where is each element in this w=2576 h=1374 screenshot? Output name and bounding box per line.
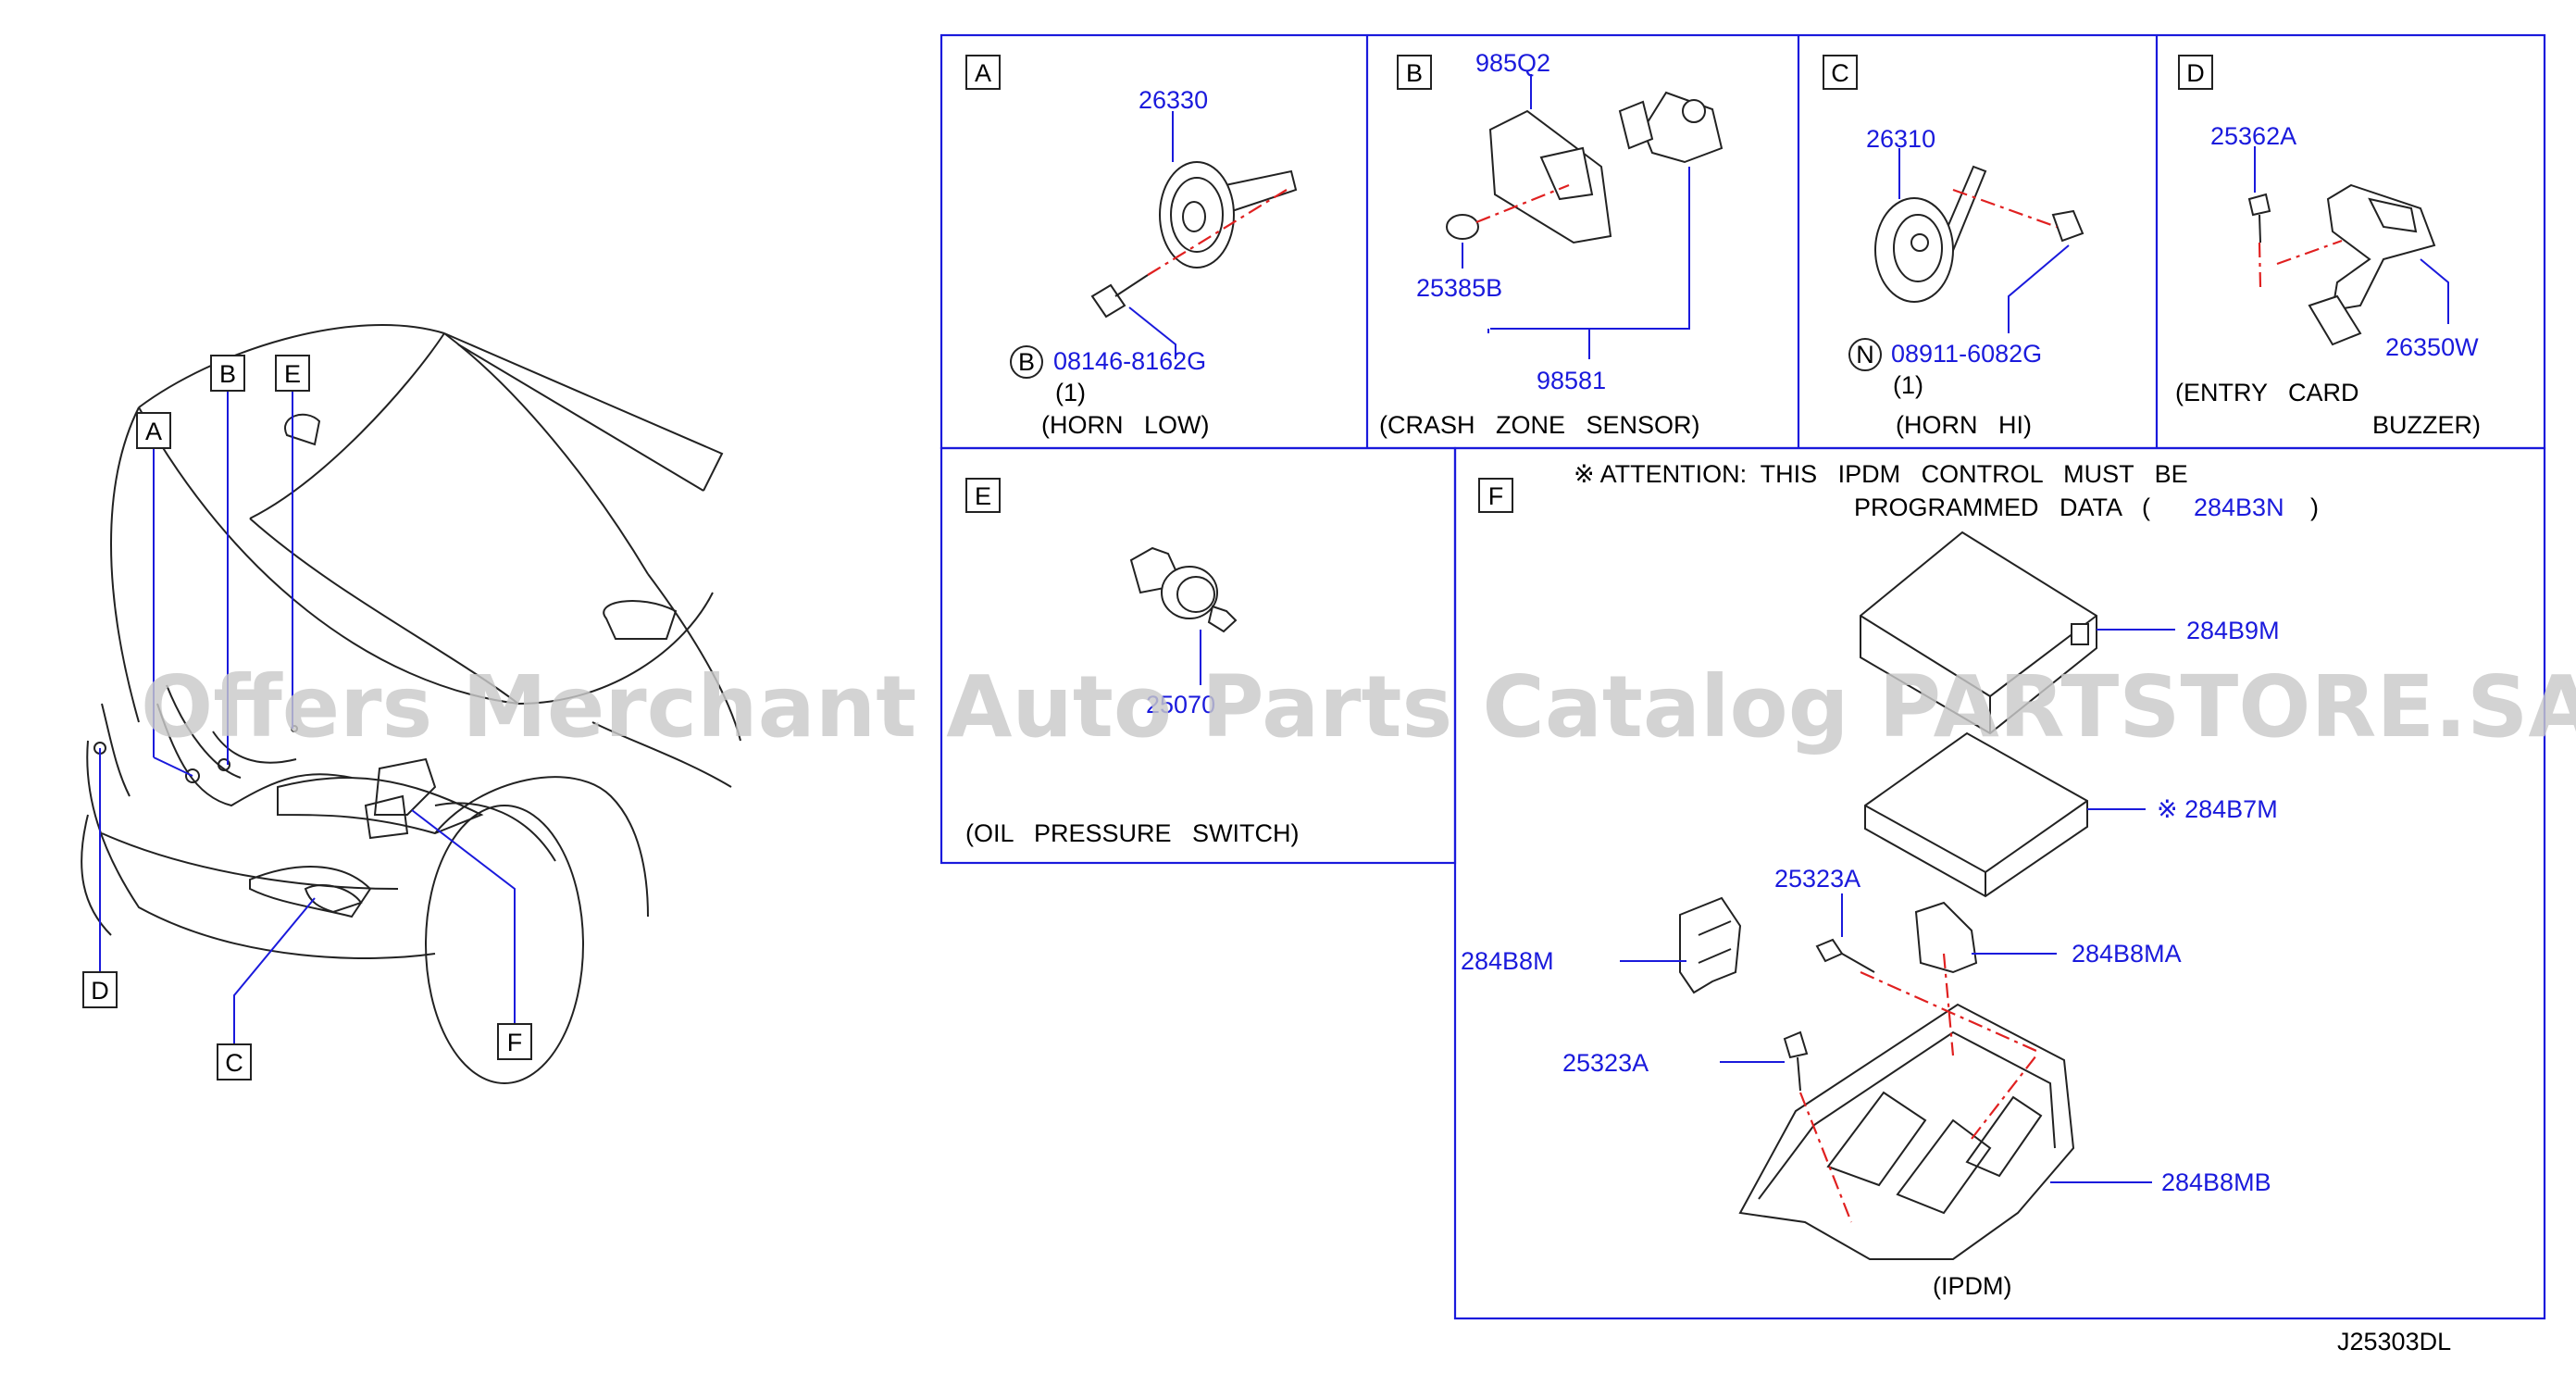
svg-text:A: A: [145, 418, 162, 445]
attention-note-close: ): [2310, 493, 2319, 521]
svg-text:C: C: [1831, 59, 1849, 87]
part-number-284b9m: 284B9M: [2186, 617, 2280, 644]
panel-d: D 25362A 26350W (ENTRY CARD BUZZER): [2175, 55, 2481, 439]
part-number-284b7m: ※ 284B7M: [2157, 795, 2278, 823]
vehicle-outline: [81, 324, 741, 1084]
caption-entry-card: (ENTRY CARD: [2175, 379, 2359, 406]
panel-c-letter: C: [1823, 55, 1858, 90]
ipdm-drawing: [1620, 531, 2175, 1260]
callout-box-a: A: [136, 412, 171, 449]
entry-buzzer-drawing: [2247, 146, 2449, 346]
part-number-08146-8162g: 08146-8162G: [1053, 347, 1206, 375]
vehicle-overview: A B E D C F: [81, 324, 741, 1084]
quantity-circle-n: N: [1848, 338, 1882, 371]
part-number-25362a: 25362A: [2210, 122, 2296, 150]
caption-horn-hi: (HORN HI): [1896, 411, 2032, 439]
svg-text:E: E: [975, 482, 991, 510]
panel-b-letter: B: [1397, 55, 1432, 90]
svg-text:A: A: [975, 59, 991, 87]
svg-text:B: B: [1406, 59, 1423, 87]
svg-text:E: E: [284, 360, 301, 388]
callout-box-d: D: [82, 971, 118, 1008]
panel-d-letter: D: [2178, 55, 2213, 90]
part-number-08911-6082g: 08911-6082G: [1891, 340, 2042, 368]
callout-box-c: C: [217, 1043, 252, 1080]
caption-horn-low: (HORN LOW): [1041, 411, 1210, 439]
quantity-circle-b: B: [1010, 345, 1043, 379]
caption-ipdm: (IPDM): [1933, 1272, 2011, 1300]
caption-oil-pressure-switch: (OIL PRESSURE SWITCH): [965, 819, 1300, 847]
quantity-label: (1): [1893, 371, 1923, 399]
horn-low-drawing: [1090, 111, 1298, 359]
svg-text:C: C: [225, 1049, 243, 1077]
quantity-label: (1): [1055, 379, 1086, 406]
callout-box-e: E: [275, 355, 310, 392]
part-number-284b8ma: 284B8MA: [2072, 940, 2182, 968]
svg-text:B: B: [219, 360, 236, 388]
panel-c: C 26310 N 08911-6082G (1) (HORN HI): [1823, 55, 2084, 439]
watermark: Offers Merchant Auto Parts Catalog PARTS…: [141, 657, 2576, 756]
svg-text:N: N: [1856, 341, 1874, 368]
callout-box-f: F: [497, 1023, 532, 1060]
svg-text:B: B: [1018, 348, 1035, 376]
part-number-26330: 26330: [1139, 86, 1208, 114]
panel-a: A 26330 B 08146-8162G (1) (HORN LOW): [965, 55, 1298, 439]
svg-text:F: F: [507, 1029, 523, 1056]
panel-e: E 25070 (OIL PRESSURE SWITCH): [965, 478, 1300, 847]
part-number-284b8m: 284B8M: [1461, 947, 1554, 975]
svg-text:F: F: [1488, 482, 1504, 510]
part-number-98581: 98581: [1537, 367, 1606, 394]
part-number-26310: 26310: [1866, 125, 1935, 153]
panel-b: B 985Q2 25385B 98581 (CRASH ZONE SENSOR): [1379, 49, 1724, 439]
callout-leaders: [99, 391, 516, 1044]
crash-sensor-drawing: [1446, 74, 1724, 359]
part-number-985q2: 985Q2: [1475, 49, 1550, 77]
part-number-25070: 25070: [1146, 691, 1215, 718]
panel-f: F ※ ATTENTION: THIS IPDM CONTROL MUST BE…: [1461, 460, 2319, 1300]
callout-box-b: B: [210, 355, 245, 392]
attention-note-line1: ※ ATTENTION: THIS IPDM CONTROL MUST BE: [1574, 460, 2188, 488]
part-number-25323a-upper: 25323A: [1774, 865, 1860, 893]
horn-hi-drawing: [1874, 148, 2084, 333]
panel-a-letter: A: [965, 55, 1001, 90]
part-number-26350w: 26350W: [2385, 333, 2479, 361]
part-number-284b3n: 284B3N: [2194, 493, 2284, 521]
diagram-code: J25303DL: [2337, 1328, 2451, 1355]
part-number-284b8mb: 284B8MB: [2161, 1168, 2271, 1196]
caption-buzzer: BUZZER): [2372, 411, 2481, 439]
svg-text:D: D: [2186, 59, 2205, 87]
caption-crash-zone-sensor: (CRASH ZONE SENSOR): [1379, 411, 1700, 439]
attention-note-line2: PROGRAMMED DATA (: [1854, 493, 2150, 521]
oil-switch-drawing: [1129, 546, 1238, 685]
part-number-25385b: 25385B: [1416, 274, 1502, 302]
panel-e-letter: E: [965, 478, 1001, 513]
svg-text:D: D: [91, 977, 109, 1005]
panel-f-letter: F: [1478, 478, 1513, 513]
panel-frames: [940, 33, 2546, 1320]
part-number-25323a-lower: 25323A: [1562, 1049, 1649, 1077]
